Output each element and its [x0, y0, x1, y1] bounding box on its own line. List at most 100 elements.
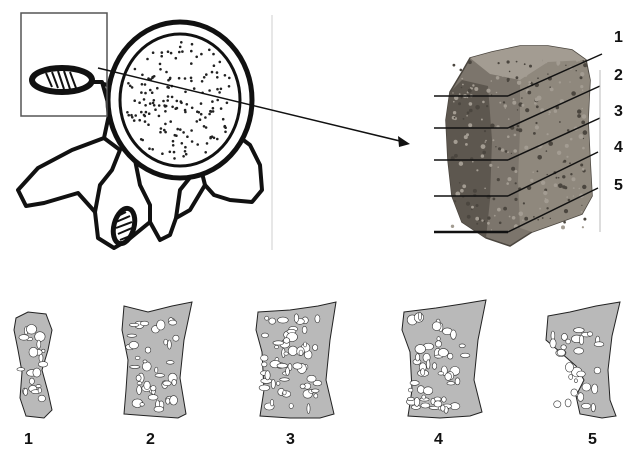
- trabecular-dot: [180, 102, 183, 105]
- trabecular-dot: [224, 74, 227, 77]
- trabecular-dot: [153, 75, 156, 78]
- texture-speck: [472, 161, 474, 163]
- pore: [172, 379, 177, 385]
- texture-speck: [514, 198, 517, 201]
- trabecular-dot: [193, 87, 196, 90]
- pore: [307, 375, 316, 382]
- pore: [143, 360, 147, 363]
- texture-speck: [501, 148, 504, 151]
- pore: [288, 346, 297, 355]
- texture-speck: [569, 81, 571, 83]
- pore: [437, 337, 440, 341]
- trabecular-dot: [212, 53, 215, 56]
- pore: [461, 353, 470, 357]
- texture-speck: [459, 182, 461, 184]
- texture-speck: [548, 114, 549, 115]
- trabecular-dot: [200, 113, 203, 116]
- texture-speck: [509, 71, 511, 73]
- trabecular-dot: [181, 142, 184, 145]
- trabecular-dot: [184, 109, 187, 112]
- texture-speck: [467, 215, 471, 219]
- texture-speck: [546, 150, 548, 152]
- trabecular-dot: [167, 50, 170, 53]
- pore: [432, 322, 441, 331]
- pore: [36, 385, 41, 388]
- texture-speck: [582, 226, 584, 228]
- pore: [166, 361, 174, 365]
- pore: [554, 401, 561, 408]
- trabecular-dot: [190, 77, 193, 80]
- pore: [445, 373, 452, 381]
- trabecular-dot: [185, 153, 188, 156]
- texture-speck: [509, 216, 511, 218]
- pore: [289, 404, 293, 409]
- trabecular-dot: [184, 77, 187, 80]
- trabecular-dot: [216, 71, 219, 74]
- pore: [565, 363, 573, 373]
- texture-speck: [459, 162, 463, 166]
- pore: [455, 378, 460, 385]
- trabecular-dot: [196, 110, 199, 113]
- trabecular-dot: [138, 119, 141, 122]
- pore: [271, 379, 275, 388]
- texture-speck: [501, 74, 504, 77]
- pore: [557, 349, 565, 356]
- texture-speck: [541, 181, 545, 185]
- texture-speck: [559, 121, 561, 123]
- trabecular-dot: [134, 68, 137, 71]
- pore: [435, 341, 441, 347]
- slice-4: [402, 300, 486, 418]
- texture-speck: [582, 114, 587, 119]
- texture-speck: [495, 146, 496, 147]
- pore: [574, 328, 585, 333]
- texture-speck: [582, 168, 585, 171]
- trabecular-dot: [169, 120, 172, 123]
- pore: [276, 382, 280, 386]
- trabecular-dot: [153, 99, 156, 102]
- texture-speck: [537, 155, 542, 160]
- texture-speck: [516, 76, 519, 79]
- texture-speck: [544, 199, 549, 204]
- trabecular-dot: [171, 96, 174, 99]
- texture-speck: [461, 97, 463, 99]
- texture-speck: [569, 162, 571, 164]
- trabecular-dot: [143, 98, 146, 101]
- texture-speck: [573, 195, 574, 196]
- section-label: 5: [614, 177, 623, 194]
- texture-speck: [482, 101, 485, 104]
- texture-speck: [461, 78, 463, 80]
- texture-speck: [507, 135, 510, 138]
- texture-speck: [582, 147, 585, 150]
- texture-speck: [579, 134, 584, 139]
- slice-label: 1: [24, 431, 33, 448]
- trabecular-dot: [190, 62, 193, 65]
- texture-speck: [563, 221, 566, 224]
- texture-speck: [543, 191, 547, 195]
- texture-speck: [452, 92, 453, 93]
- texture-speck: [546, 62, 548, 64]
- pore: [423, 387, 432, 395]
- pore: [304, 342, 307, 347]
- pore: [35, 332, 45, 342]
- trabecular-dot: [180, 41, 183, 44]
- slice-1: [14, 312, 52, 418]
- trabecular-dot: [162, 100, 165, 103]
- pore: [422, 395, 426, 399]
- section-label: 4: [614, 139, 623, 156]
- texture-speck: [462, 184, 466, 188]
- trabecular-dot: [190, 50, 193, 53]
- slice-label-group: 1 2 3 4 5: [24, 431, 597, 448]
- texture-speck: [524, 217, 528, 221]
- texture-speck: [499, 222, 502, 225]
- pore: [269, 318, 276, 324]
- bone-block-3d: [446, 46, 592, 246]
- texture-speck: [511, 167, 515, 171]
- trabecular-dot: [209, 136, 212, 139]
- texture-speck: [558, 184, 559, 185]
- pore: [294, 314, 298, 323]
- trabecular-dot: [182, 155, 185, 158]
- pore: [140, 321, 149, 325]
- texture-speck: [465, 143, 468, 146]
- pore: [262, 362, 267, 367]
- arrow-head: [398, 136, 410, 147]
